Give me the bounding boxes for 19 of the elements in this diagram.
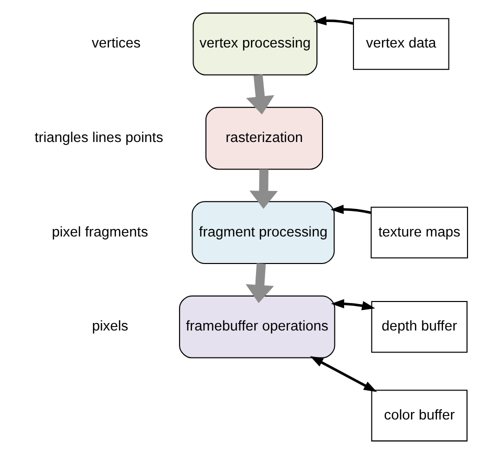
label: pixel fragments <box>52 224 148 240</box>
arrow <box>249 168 278 208</box>
arrow <box>310 356 378 392</box>
arrow <box>330 298 376 310</box>
node-box: vertex processing <box>192 12 318 75</box>
node-box: texture maps <box>370 206 468 258</box>
label: vertices <box>92 35 141 52</box>
node-box: depth buffer <box>371 300 468 352</box>
node-box: fragment processing <box>192 200 335 264</box>
node-box: framebuffer operations <box>179 294 336 358</box>
arrow <box>330 204 372 214</box>
node-box: color buffer <box>371 389 468 441</box>
node-box: rasterization <box>205 106 324 170</box>
node-box: vertex data <box>352 18 450 70</box>
label: pixels <box>92 318 128 334</box>
arrow <box>246 74 274 114</box>
arrow <box>246 262 274 303</box>
arrow <box>313 16 354 25</box>
label: triangles lines points <box>34 130 164 146</box>
